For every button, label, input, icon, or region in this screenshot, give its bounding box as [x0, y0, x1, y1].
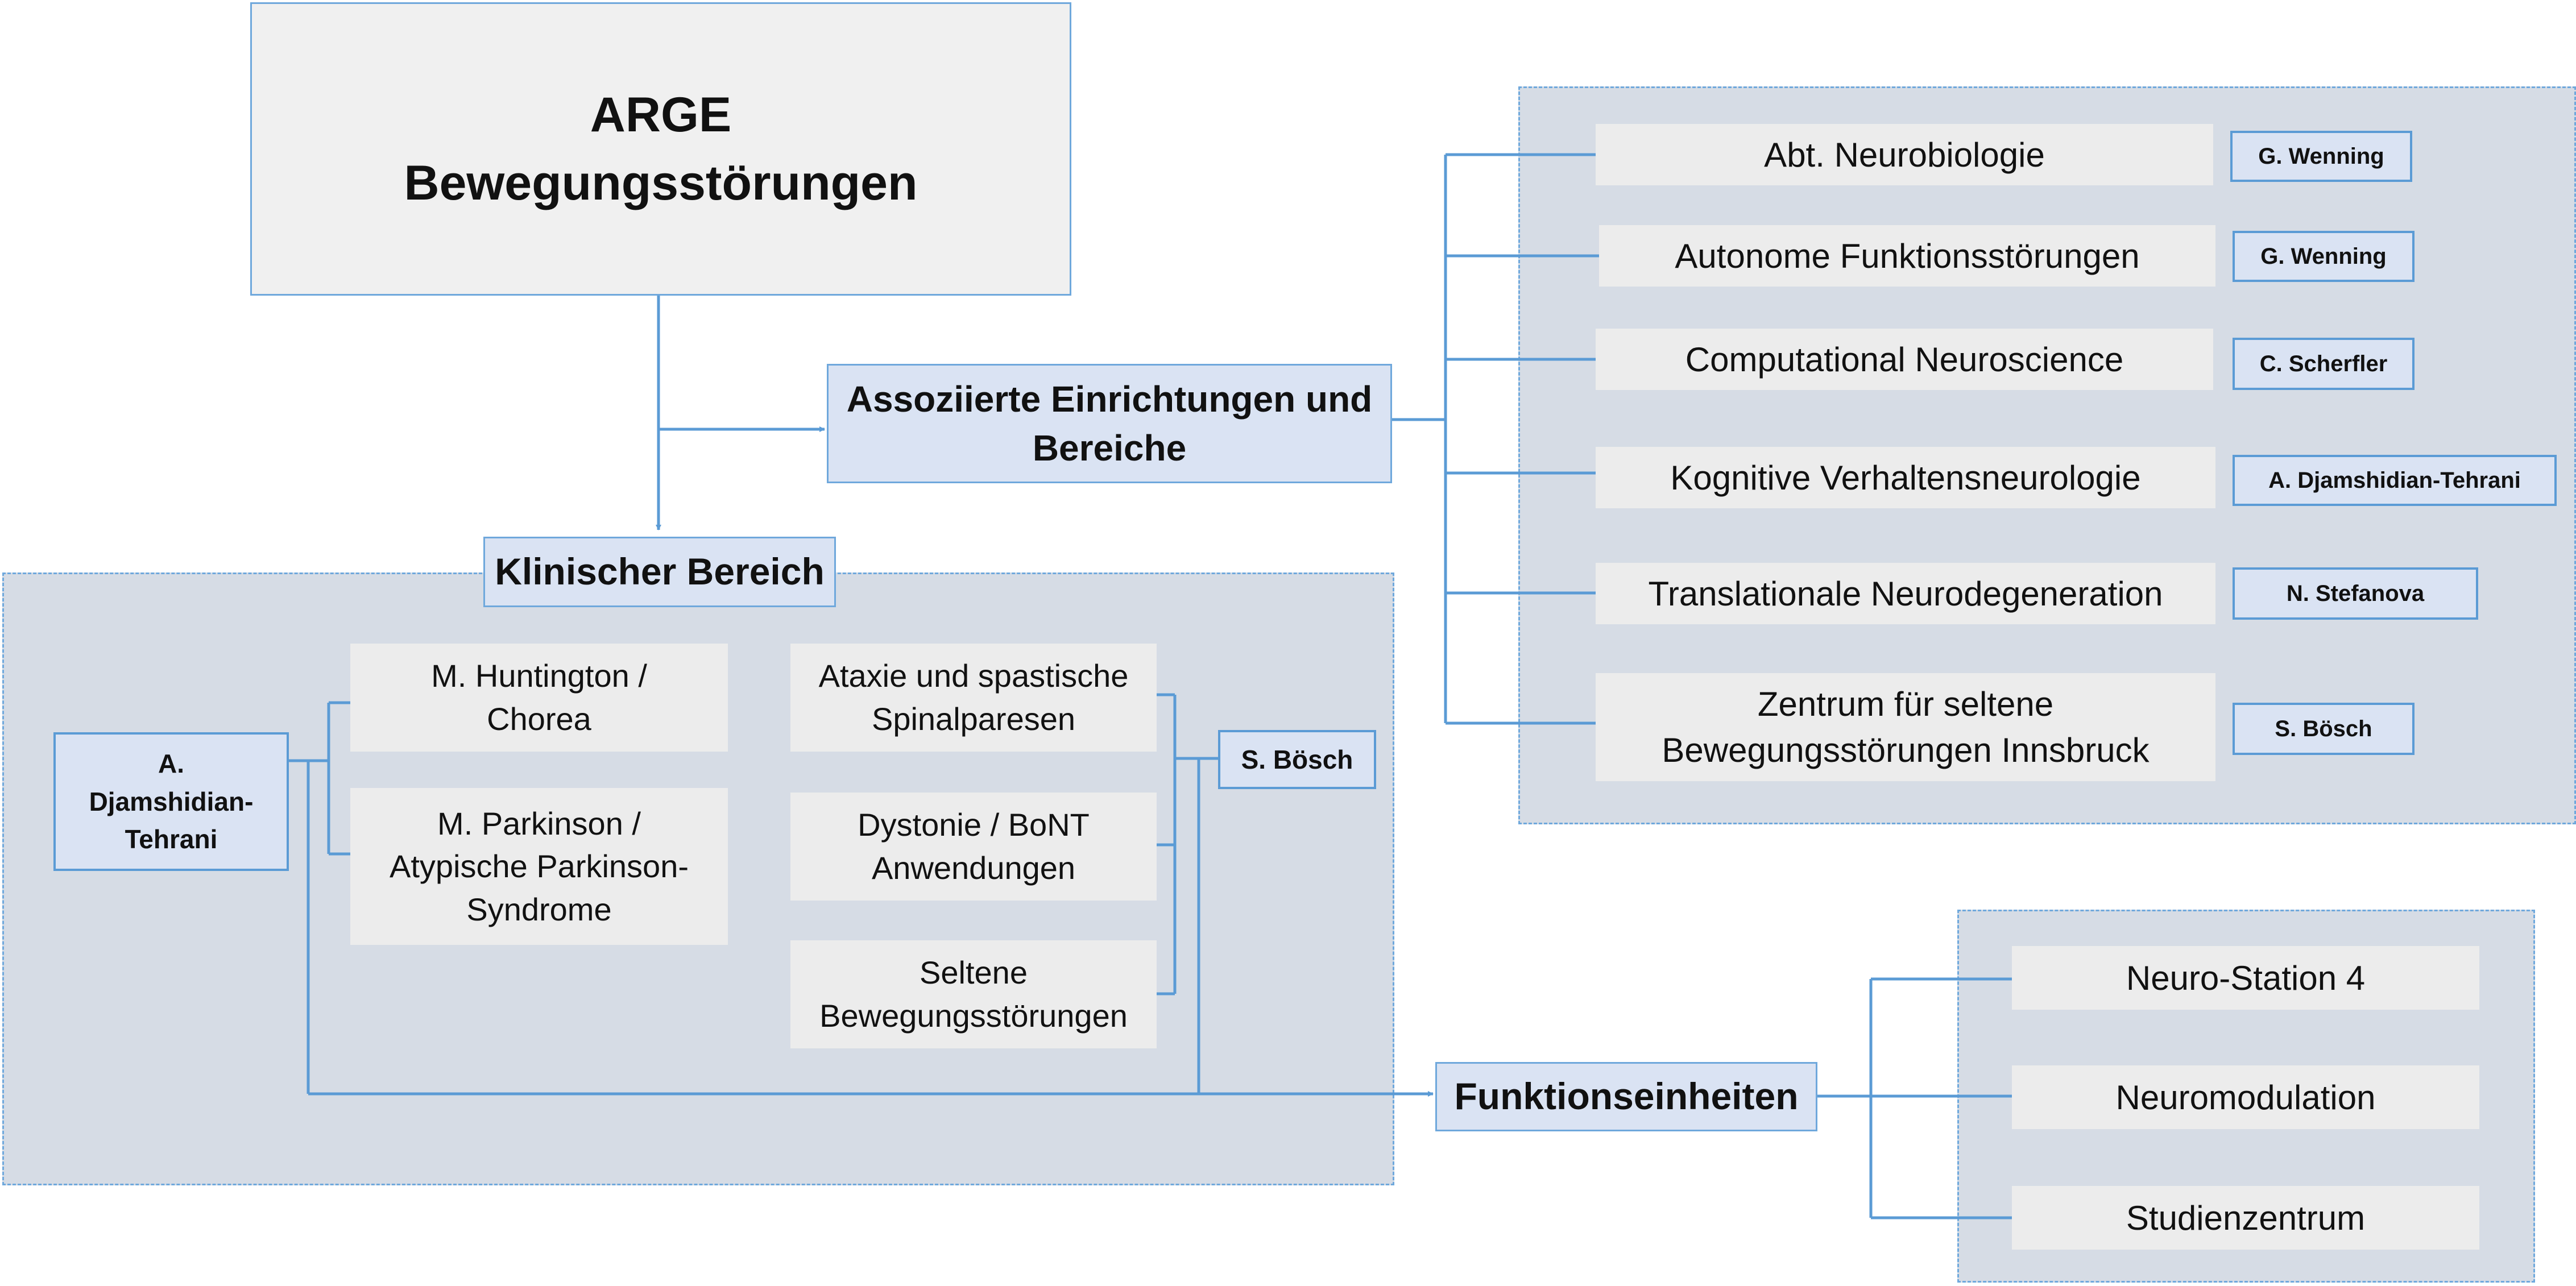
- assoc-item-5-label: Translationale Neurodegeneration: [1648, 574, 2163, 613]
- assoc-item-1-label: Abt. Neurobiologie: [1764, 135, 2045, 174]
- functional-item-2: Neuromodulation: [2012, 1065, 2479, 1129]
- clinical-right-item-2-line2: Anwendungen: [871, 850, 1076, 886]
- assoc-item-6-line1: Zentrum für seltene: [1757, 685, 2054, 723]
- functional-item-1-label: Neuro-Station 4: [2126, 959, 2366, 997]
- main-title-line1: ARGE: [590, 87, 732, 142]
- clinical-right-item-2: Dystonie / BoNT Anwendungen: [790, 793, 1157, 901]
- main-title-box: ARGE Bewegungsstörungen: [250, 2, 1071, 296]
- clinical-left-item-2-line2: Atypische Parkinson-: [389, 848, 689, 885]
- assoc-person-5: N. Stefanova: [2233, 567, 2478, 620]
- assoc-person-1: G. Wenning: [2230, 131, 2412, 182]
- functional-item-3: Studienzentrum: [2012, 1186, 2479, 1250]
- functional-item-3-label: Studienzentrum: [2126, 1198, 2366, 1237]
- main-title-line2: Bewegungsstörungen: [404, 156, 918, 210]
- assoc-item-1: Abt. Neurobiologie: [1596, 124, 2213, 185]
- clinical-right-item-1-line2: Spinalparesen: [871, 701, 1076, 737]
- assoc-person-5-label: N. Stefanova: [2286, 581, 2425, 606]
- assoc-person-3-label: C. Scherfler: [2259, 351, 2388, 376]
- assoc-item-3: Computational Neuroscience: [1596, 329, 2213, 390]
- clinical-left-item-2-line1: M. Parkinson /: [437, 805, 641, 841]
- assoc-person-6: S. Bösch: [2233, 703, 2415, 755]
- clinical-left-item-1: M. Huntington / Chorea: [350, 644, 728, 752]
- assoc-item-2: Autonome Funktionsstörungen: [1599, 225, 2215, 287]
- functional-item-1: Neuro-Station 4: [2012, 946, 2479, 1010]
- functional-item-2-label: Neuromodulation: [2115, 1078, 2376, 1117]
- clinical-right-item-3-line1: Seltene: [920, 955, 1028, 991]
- clinical-right-item-3: Seltene Bewegungsstörungen: [790, 940, 1157, 1048]
- clinical-right-item-3-line2: Bewegungsstörungen: [819, 998, 1128, 1034]
- clinical-left-item-1-line1: M. Huntington /: [431, 658, 647, 694]
- clinical-right-person-label: S. Bösch: [1241, 744, 1353, 774]
- clinical-right-item-1-line1: Ataxie und spastische: [818, 658, 1129, 694]
- assoc-item-2-label: Autonome Funktionsstörungen: [1675, 237, 2140, 275]
- assoc-person-6-label: S. Bösch: [2275, 716, 2372, 741]
- associated-header-box: Assoziierte Einrichtungen und Bereiche: [827, 364, 1392, 483]
- associated-header-line1: Assoziierte Einrichtungen und: [846, 378, 1373, 420]
- clinical-left-person: A. Djamshidian- Tehrani: [53, 732, 289, 871]
- clinical-left-item-1-line2: Chorea: [487, 701, 591, 737]
- clinical-header-label: Klinischer Bereich: [495, 550, 825, 593]
- assoc-person-3: C. Scherfler: [2233, 338, 2415, 390]
- functional-header-label: Funktionseinheiten: [1454, 1075, 1799, 1118]
- assoc-item-4-label: Kognitive Verhaltensneurologie: [1670, 458, 2141, 497]
- assoc-person-2: G. Wenning: [2233, 231, 2415, 282]
- assoc-item-5: Translationale Neurodegeneration: [1596, 563, 2215, 624]
- assoc-person-1-label: G. Wenning: [2258, 144, 2384, 169]
- clinical-left-item-2: M. Parkinson / Atypische Parkinson- Synd…: [350, 788, 728, 945]
- clinical-right-item-2-line1: Dystonie / BoNT: [858, 807, 1090, 843]
- assoc-item-3-label: Computational Neuroscience: [1685, 340, 2124, 379]
- assoc-item-6-line2: Bewegungsstörungen Innsbruck: [1662, 731, 2150, 769]
- functional-header-box: Funktionseinheiten: [1435, 1062, 1817, 1131]
- associated-header-line2: Bereiche: [1032, 428, 1187, 468]
- clinical-right-item-1: Ataxie und spastische Spinalparesen: [790, 644, 1157, 752]
- clinical-left-person-line1: A.: [158, 748, 184, 778]
- clinical-left-person-line3: Tehrani: [125, 824, 218, 854]
- clinical-header-box: Klinischer Bereich: [483, 537, 836, 607]
- assoc-person-2-label: G. Wenning: [2260, 244, 2387, 269]
- assoc-item-6: Zentrum für seltene Bewegungsstörungen I…: [1596, 673, 2215, 781]
- assoc-person-4: A. Djamshidian-Tehrani: [2233, 455, 2557, 506]
- clinical-right-person: S. Bösch: [1218, 730, 1376, 789]
- assoc-item-4: Kognitive Verhaltensneurologie: [1596, 447, 2215, 508]
- clinical-left-item-2-line3: Syndrome: [466, 891, 612, 927]
- clinical-left-person-line2: Djamshidian-: [89, 786, 254, 816]
- assoc-person-4-label: A. Djamshidian-Tehrani: [2268, 468, 2521, 493]
